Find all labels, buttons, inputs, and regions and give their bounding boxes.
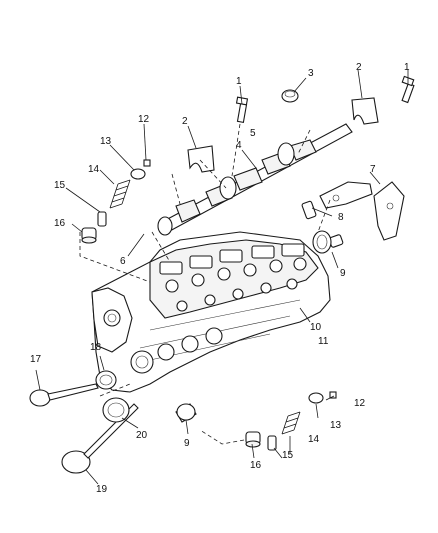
- callout-11: 11: [318, 336, 329, 347]
- callout-15: 15: [282, 450, 294, 461]
- callout-10: 10: [310, 322, 322, 333]
- callout-9: 9: [340, 268, 346, 279]
- valve-keeper-lower: [329, 391, 337, 399]
- callout-7: 7: [370, 164, 376, 175]
- callout-19: 19: [96, 484, 108, 495]
- callout-6: 6: [120, 256, 126, 267]
- callout-14: 14: [308, 434, 320, 445]
- rocker-arm: [319, 181, 405, 241]
- valve-stem-seal-lower: [267, 435, 277, 451]
- valve-guide-lower: [245, 431, 261, 448]
- assembly-lines: [79, 123, 331, 445]
- valve-retainer-lower: [308, 392, 324, 404]
- callout-14: 14: [88, 164, 100, 175]
- camshaft-seal-lower: [175, 403, 197, 423]
- callout-2: 2: [182, 116, 188, 127]
- camshaft-bearing-cap-left: [187, 145, 215, 173]
- camshaft-bearing-cap-right: [351, 97, 379, 125]
- callout-16: 16: [250, 460, 262, 471]
- valve-guide-upper: [81, 227, 97, 244]
- callout-13: 13: [330, 420, 342, 431]
- callout-labels: 1 1 2 2 3 4 5 6 7 8 9 9 10 11 12 12 13 1…: [30, 62, 410, 495]
- intake-valve-seat: [102, 397, 130, 423]
- valve-stem-seal-upper: [97, 211, 107, 227]
- callout-20: 20: [136, 430, 148, 441]
- leader-lines: [35, 69, 409, 485]
- callout-2: 2: [356, 62, 362, 73]
- valve-retainer-upper: [130, 168, 146, 180]
- callout-5: 5: [250, 128, 256, 139]
- callout-13: 13: [100, 136, 112, 147]
- callout-4: 4: [236, 140, 242, 151]
- callout-3: 3: [308, 68, 314, 79]
- callout-9: 9: [184, 438, 190, 449]
- callout-1: 1: [236, 76, 242, 87]
- cylinder-head: [91, 231, 331, 393]
- valve-keeper-upper: [143, 159, 151, 167]
- callout-17: 17: [30, 354, 42, 365]
- callout-1: 1: [404, 62, 410, 73]
- callout-16: 16: [54, 218, 66, 229]
- camshaft: [157, 123, 353, 236]
- callout-12: 12: [138, 114, 150, 125]
- callout-15: 15: [54, 180, 66, 191]
- callout-12: 12: [354, 398, 366, 409]
- cam-plug: [281, 89, 299, 103]
- valve-spring-upper: [109, 179, 131, 209]
- exhaust-valve-seat: [95, 370, 117, 390]
- callout-18: 18: [90, 342, 102, 353]
- camshaft-seal-upper: [312, 230, 332, 254]
- exhaust-valve: [29, 383, 99, 407]
- valve-spring-lower: [281, 411, 301, 435]
- callout-8: 8: [338, 212, 344, 223]
